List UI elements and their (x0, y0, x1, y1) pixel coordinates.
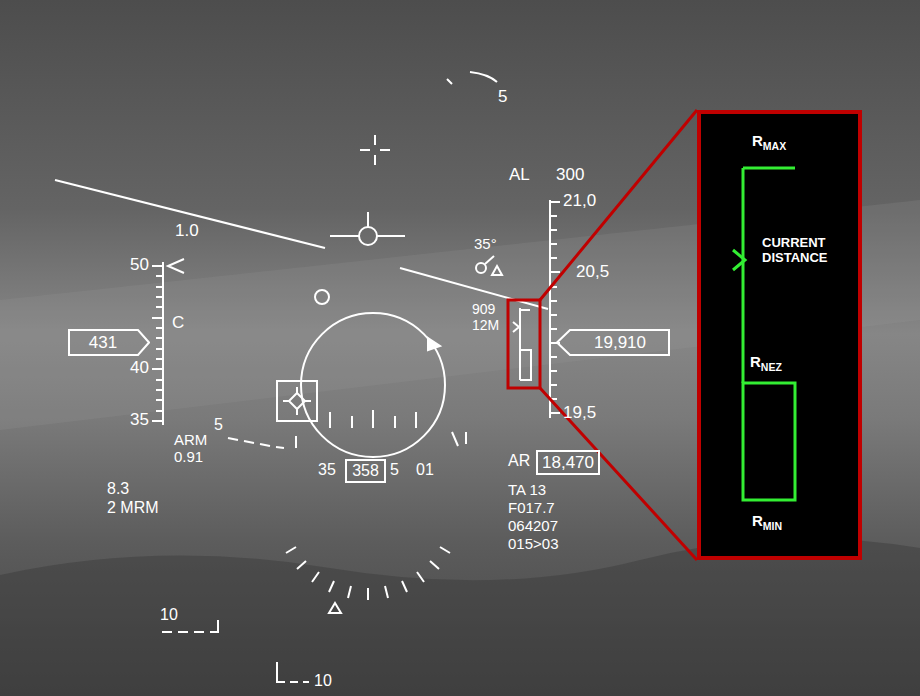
callout-leader (540, 110, 697, 560)
hud-readout: 5 (390, 461, 399, 479)
airspeed-ticks (152, 266, 163, 421)
hud-readout: 19,5 (563, 404, 596, 423)
range-letter: R (752, 132, 763, 149)
altitude-box: 19,910 (556, 329, 670, 356)
hud-readout: 21,0 (563, 192, 596, 211)
readout-outline-path (557, 330, 669, 355)
hud-readout: 40 (130, 359, 149, 378)
hud-readout: 064207 (508, 518, 558, 535)
ghost-cue (315, 290, 329, 304)
hud-readout: 5 (214, 416, 223, 434)
hud-readout: 12M (472, 318, 499, 333)
readout-value: 19,910 (594, 329, 646, 356)
heading-caret (329, 603, 341, 613)
range-callout-panel: RMAXCURRENT DISTANCERNEZRMIN (697, 110, 862, 560)
highlight-box (508, 300, 540, 388)
steering-cue (476, 263, 486, 273)
hud-readout: AR (508, 452, 530, 470)
readout-outline-path (69, 330, 149, 355)
current-distance-label: CURRENT DISTANCE (762, 236, 852, 266)
aspect-caret (428, 338, 440, 350)
hud-readout: 35 (130, 411, 149, 430)
steering-triangle (492, 266, 502, 275)
hud-readout: 20,5 (576, 263, 609, 282)
hud-readout: 10 (314, 672, 332, 690)
range-subscript: MAX (763, 140, 786, 152)
hud-readout: 35 (318, 461, 336, 479)
pitch-ladder (447, 72, 497, 84)
range-subscript: MIN (763, 520, 782, 532)
target-box (277, 381, 317, 421)
range-bar (743, 168, 795, 383)
hud-readout: F017.7 (508, 500, 555, 517)
hud-readout: 909 (472, 302, 495, 317)
pitch-ladder-dashed (228, 436, 296, 448)
hud-readout: 2 MRM (107, 499, 159, 517)
hud-readout: 1.0 (175, 222, 199, 241)
target-diamond (283, 387, 311, 415)
heading-box: 358 (345, 459, 386, 483)
circle-ticks (330, 410, 416, 428)
altitude-ticks (550, 202, 560, 413)
range-letter: R (752, 512, 763, 529)
horizon-line (55, 180, 325, 248)
hud-readout: 35° (474, 236, 497, 253)
hud-readout: AL (509, 166, 530, 185)
range-scale-glyph (513, 308, 531, 380)
hud-readout: 50 (130, 256, 149, 275)
callout-panel-ground (697, 110, 862, 560)
hud-readout: TA 13 (508, 482, 546, 499)
range-nez-label: RNEZ (750, 353, 782, 373)
range-letter: R (750, 353, 761, 370)
flight-path-marker (359, 227, 377, 245)
hud-readout: C (172, 314, 184, 333)
pitch-ladder-dashed (452, 432, 466, 446)
hud-readout: 0.91 (174, 449, 203, 466)
airspeed-box: 431 (68, 329, 150, 356)
readout-value: 18,470 (542, 452, 594, 473)
range-max-label: RMAX (752, 132, 786, 152)
hud-readout: 10 (160, 606, 178, 624)
steering-cue (485, 256, 494, 264)
hud-readout: 8.3 (107, 480, 129, 498)
range-readout-box: 18,470 (536, 450, 600, 475)
terrain (0, 538, 920, 696)
steering-circle (301, 313, 445, 457)
pitch-ladder-dashed (277, 662, 309, 682)
hud-readout: 01 (416, 461, 434, 479)
hud-readout: 5 (498, 88, 507, 107)
heading-arc-ticks (286, 547, 450, 600)
speed-caret (168, 259, 184, 273)
flight-path-marker-wings (330, 212, 405, 236)
range-min-label: RMIN (752, 512, 782, 532)
nez-box (743, 383, 795, 500)
hud-readout: ARM (174, 432, 207, 449)
hud-readout: 300 (556, 166, 584, 185)
hud-readout: 015>03 (508, 536, 558, 553)
boresight-cross (360, 135, 390, 165)
range-subscript: NEZ (761, 361, 782, 373)
readout-value: 431 (89, 329, 117, 356)
range-caret (733, 250, 745, 270)
readout-value: 358 (352, 461, 379, 481)
